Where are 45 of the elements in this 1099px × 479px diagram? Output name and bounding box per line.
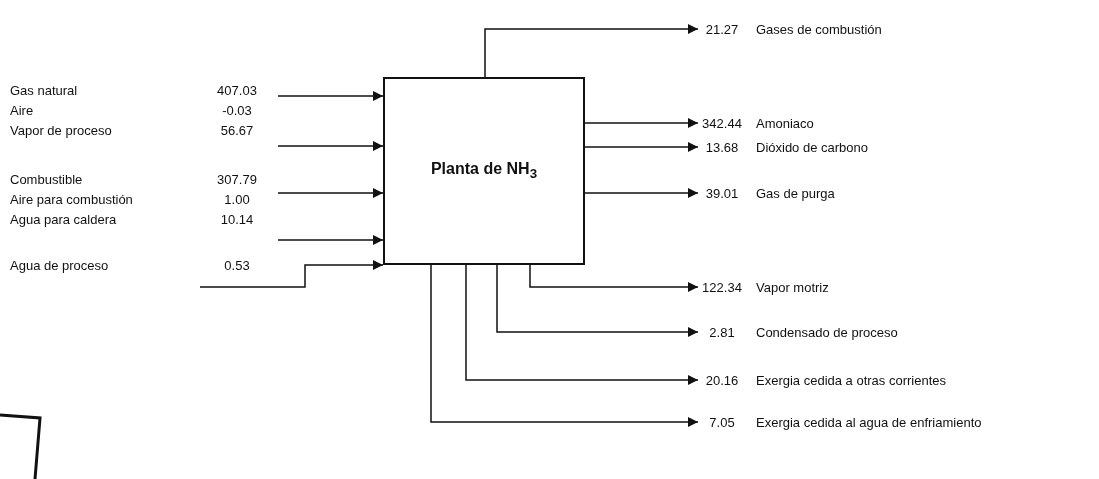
stream-name: Gases de combustión	[756, 21, 882, 37]
stream-name: Vapor de proceso	[10, 122, 112, 140]
stream-value: 342.44	[701, 115, 743, 131]
stream-name: Agua para caldera	[10, 211, 117, 229]
flow-arrow	[496, 264, 699, 337]
stream-name: Exergia cedida a otras corrientes	[756, 372, 947, 388]
stream-value: 1.00	[223, 191, 251, 209]
stream-name: Amoniaco	[756, 115, 814, 131]
flow-arrow	[277, 188, 384, 198]
stream-value: 39.01	[704, 185, 740, 201]
stream-name: Agua de proceso	[10, 257, 109, 275]
flow-arrow	[584, 188, 699, 198]
stream-name: Gas de purga	[756, 185, 835, 201]
stream-name: Gas natural	[10, 82, 78, 100]
flow-arrow	[529, 264, 699, 292]
flow-arrow	[199, 260, 384, 288]
flow-arrow	[584, 118, 699, 128]
process-title: Planta de NH$_{3}$	[430, 160, 538, 182]
stream-name: Exergia cedida al agua de enfriamiento	[756, 414, 982, 430]
stream-value: 7.05	[708, 414, 736, 430]
flow-arrow	[465, 264, 699, 385]
flow-arrow	[430, 264, 699, 427]
stream-value: 307.79	[216, 171, 258, 189]
stream-value: 407.03	[216, 82, 258, 100]
stream-value: 56.67	[219, 122, 255, 140]
process-box	[383, 77, 585, 265]
stream-name: Aire para combustión	[10, 191, 133, 209]
stream-name: Condensado de proceso	[756, 324, 898, 340]
flow-arrow	[484, 24, 699, 78]
stream-name: Aire	[10, 102, 34, 120]
stream-value: 10.14	[219, 211, 255, 229]
stream-value: -0.03	[221, 102, 253, 120]
flow-arrow	[277, 235, 384, 245]
stream-value: 2.81	[708, 324, 736, 340]
stream-name: Combustible	[10, 171, 83, 189]
stream-value: 13.68	[704, 139, 740, 155]
stream-name: Vapor motriz	[756, 279, 829, 295]
flow-arrow	[277, 91, 384, 101]
stream-name: Dióxido de carbono	[756, 139, 869, 155]
flow-arrow	[584, 142, 699, 152]
stream-value: 122.34	[701, 279, 743, 295]
stream-value: 20.16	[704, 372, 740, 388]
stream-value: 0.53	[223, 257, 251, 275]
stream-value: 21.27	[704, 21, 740, 37]
flow-arrow	[277, 141, 384, 151]
